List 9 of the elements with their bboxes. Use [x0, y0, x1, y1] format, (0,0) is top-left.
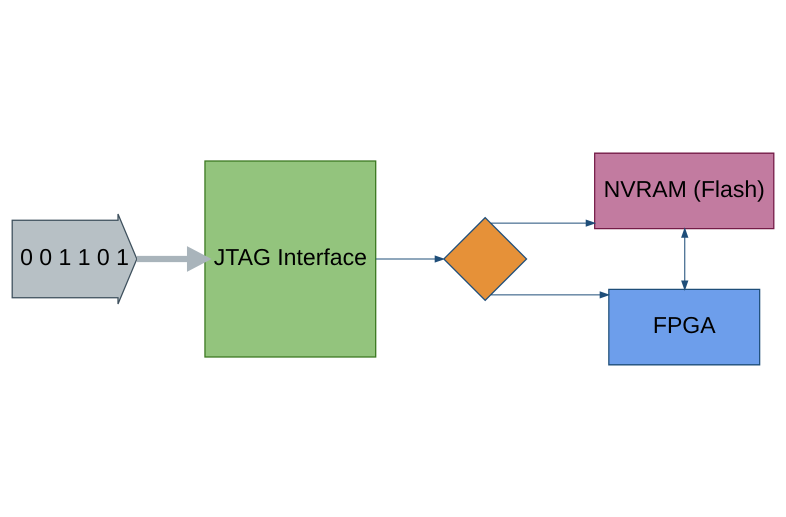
arrow — [681, 226, 688, 290]
arrow — [490, 290, 610, 298]
node-box: NVRAM (Flash) — [594, 152, 774, 229]
arrow — [136, 246, 212, 272]
arrow — [490, 218, 596, 226]
node-box: JTAG Interface — [204, 160, 376, 358]
node-diamond — [442, 216, 528, 301]
arrow — [376, 254, 446, 262]
node-box: FPGA — [608, 288, 760, 365]
